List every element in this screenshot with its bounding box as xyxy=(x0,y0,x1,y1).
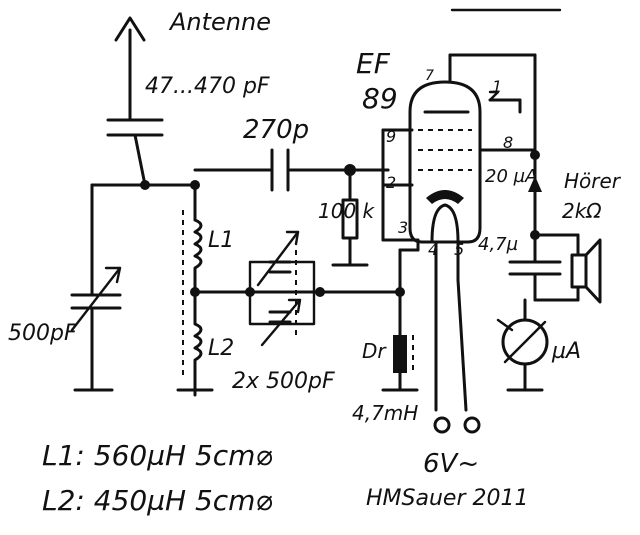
heater-terminal[interactable] xyxy=(463,416,481,434)
pin-label-3: 3 xyxy=(398,218,408,237)
antenna-capacitor xyxy=(106,118,164,187)
heater-terminal[interactable] xyxy=(433,416,451,434)
plate-current-arrow xyxy=(528,153,542,237)
dual-capacitor-label: 2x 500pF xyxy=(232,369,335,394)
bypass-capacitor-label: 4,7µ xyxy=(478,234,518,255)
microammeter-label: µA xyxy=(551,339,581,364)
tube-wiring xyxy=(381,53,537,252)
choke xyxy=(381,248,419,392)
headphones xyxy=(533,233,602,304)
junction-dot xyxy=(140,180,150,190)
pin-label-9: 9 xyxy=(386,127,396,146)
tuning-capacitor-label: 500pF xyxy=(8,321,77,346)
coil-l2-label: L2 xyxy=(208,336,234,361)
headphones-label: Hörer xyxy=(564,169,622,193)
bypass-capacitor xyxy=(508,233,562,302)
pin-label-1: 1 xyxy=(492,77,502,96)
pin-label-7: 7 xyxy=(425,68,434,84)
antenna-label: Antenne xyxy=(168,8,271,36)
antenna-capacitor-label: 47...470 pF xyxy=(145,74,270,99)
coupling-capacitor xyxy=(193,148,390,192)
coil-spec-l1: L1: 560µH 5cm⌀ xyxy=(42,439,272,472)
microammeter xyxy=(496,298,549,392)
choke-value-label: 4,7mH xyxy=(352,401,418,425)
tuning-capacitor xyxy=(70,183,197,392)
pin-label-5: 5 xyxy=(454,240,464,259)
dual-capacitor xyxy=(193,230,397,347)
heater-supply-label: 6V~ xyxy=(423,449,479,479)
grid-resistor-label: 100 k xyxy=(318,199,376,223)
tube-ef89 xyxy=(408,80,482,412)
junction-dot xyxy=(315,287,325,297)
coil-l2 xyxy=(176,290,214,397)
meter-range-label: 20 µA xyxy=(485,166,537,187)
tube-name: EF xyxy=(356,47,391,80)
pin-label-4: 4 xyxy=(428,240,438,259)
grid-resistor xyxy=(331,168,369,267)
author-label: HMSauer 2011 xyxy=(366,486,528,511)
antenna xyxy=(114,16,146,122)
pin-label-8: 8 xyxy=(503,133,513,152)
choke-label: Dr xyxy=(362,339,387,363)
pin-label-2: 2 xyxy=(386,173,396,192)
coil-l1-label: L1 xyxy=(208,228,234,253)
coil-spec-l2: L2: 450µH 5cm⌀ xyxy=(42,484,272,517)
coil-l1 xyxy=(193,183,203,292)
headphones-impedance: 2kΩ xyxy=(562,199,602,223)
coupling-capacitor-label: 270p xyxy=(243,115,309,145)
tube-type: 89 xyxy=(362,82,398,115)
junction-dot xyxy=(245,287,255,297)
